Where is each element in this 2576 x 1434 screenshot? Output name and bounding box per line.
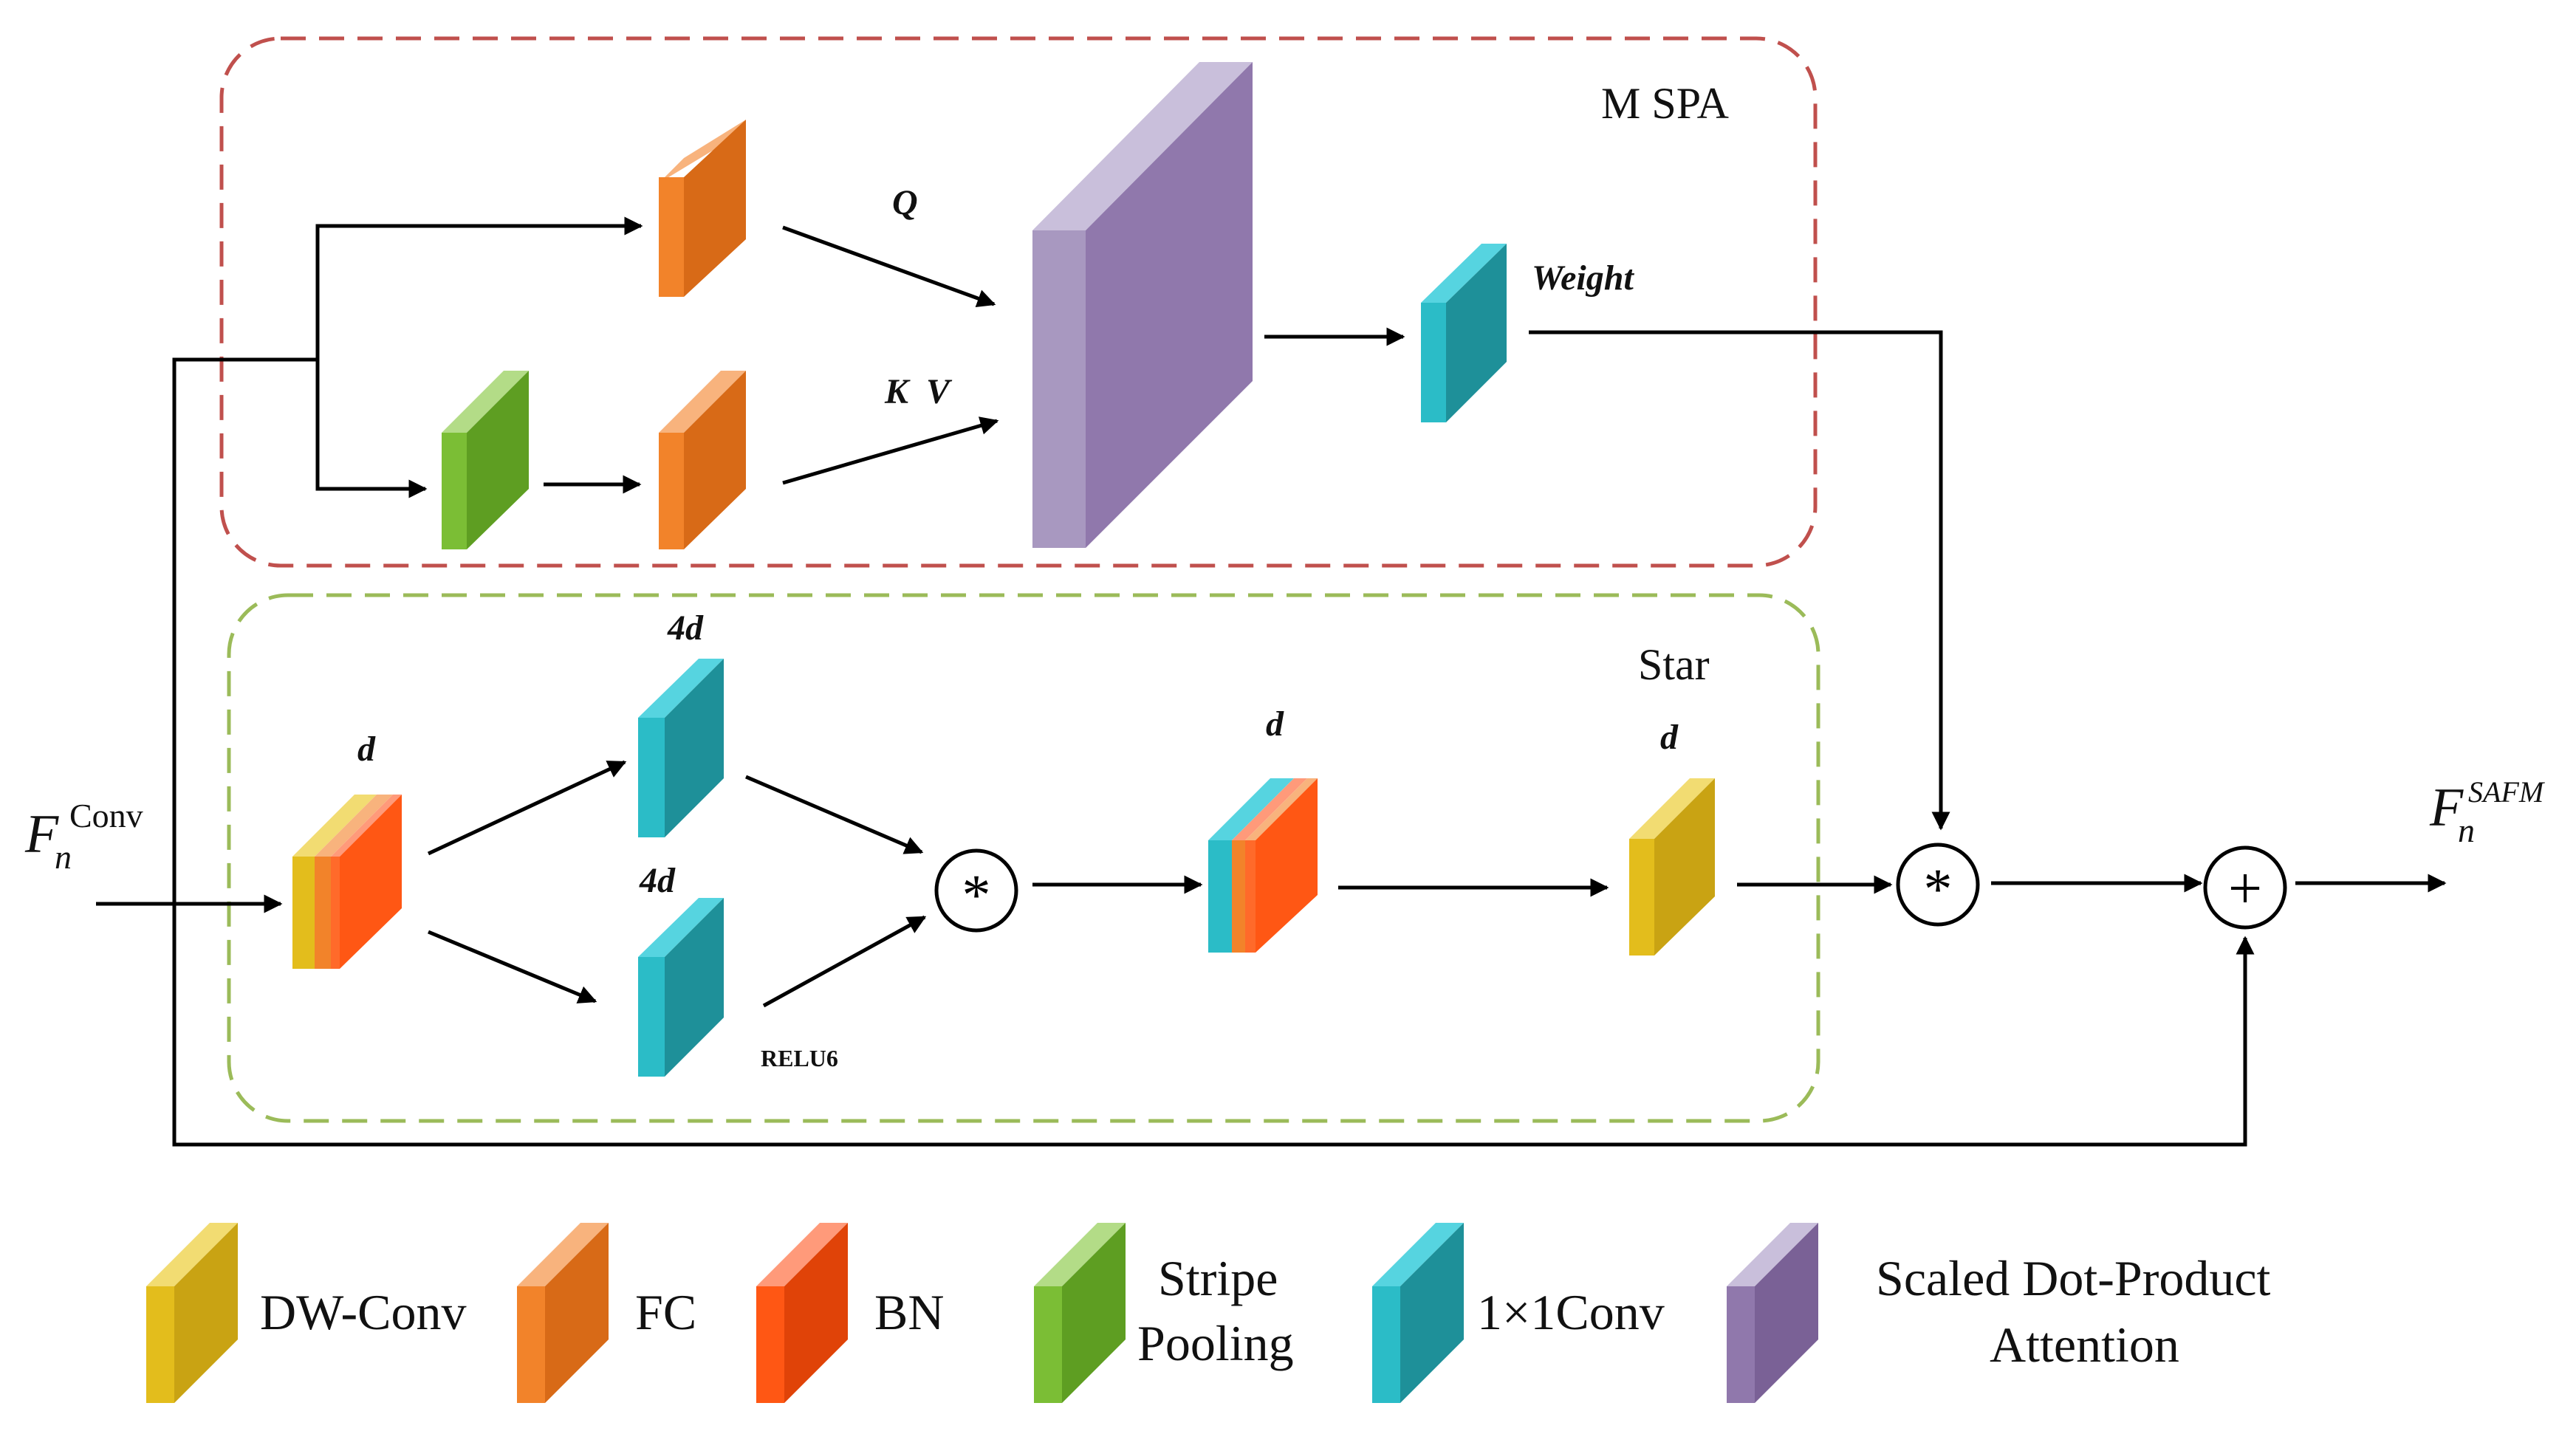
conv-4d-bottom xyxy=(638,898,724,1077)
weight-mul-operator: * xyxy=(1896,843,1980,927)
legend-item-stripe-pooling: Stripe Pooling xyxy=(1034,1223,1294,1403)
legend: DW-Conv FC BN Stripe Pooling 1×1Conv xyxy=(146,1223,2271,1403)
input-base: F xyxy=(24,804,59,865)
mspa-group-box xyxy=(219,36,1818,568)
legend-item-bn: BN xyxy=(756,1223,944,1403)
d-first-label: d xyxy=(357,730,376,769)
input-label: F n Conv xyxy=(24,797,143,876)
legend-item-1x1conv: 1×1Conv xyxy=(1372,1223,1665,1403)
skip-to-add xyxy=(172,904,2255,1147)
d-dw-label: d xyxy=(1660,718,1679,757)
output-base: F xyxy=(2429,778,2464,838)
star-group-box xyxy=(227,593,1820,1123)
legend-label-fc: FC xyxy=(635,1284,696,1340)
mspa-title: M SPA xyxy=(1601,79,1729,128)
weight-conv-block xyxy=(1421,244,1507,422)
conv-bottom-to-star xyxy=(762,915,927,1008)
output-label: F n SAFM xyxy=(2429,775,2546,849)
legend-item-attention: Scaled Dot-Product Attention xyxy=(1727,1223,2271,1403)
fourd-top-label: 4d xyxy=(667,608,704,648)
star-input-block xyxy=(292,795,402,969)
fourd-bottom-label: 4d xyxy=(639,861,676,900)
bn-to-conv-bottom xyxy=(428,930,597,1004)
fc-block-kv xyxy=(659,371,746,549)
bn-to-conv-top xyxy=(427,760,627,856)
q-to-attention xyxy=(782,225,996,308)
legend-label-attention: Attention xyxy=(1990,1317,2179,1373)
star-mul-symbol: * xyxy=(962,862,991,927)
input-sub: n xyxy=(55,838,72,876)
star-middle-block xyxy=(1208,778,1318,953)
star-title: Star xyxy=(1638,640,1710,689)
star-mul-operator: * xyxy=(934,848,1018,933)
legend-label-stripe: Stripe xyxy=(1158,1250,1278,1306)
relu6-label: RELU6 xyxy=(761,1045,838,1071)
add-symbol: + xyxy=(2228,854,2262,922)
stripe-pooling-block xyxy=(442,371,529,549)
legend-label-dw-conv: DW-Conv xyxy=(260,1284,467,1340)
input-sup: Conv xyxy=(69,797,143,834)
d-mid-label: d xyxy=(1266,704,1284,744)
fc-block-q xyxy=(659,120,746,297)
weight-mul-symbol: * xyxy=(1924,857,1953,921)
legend-item-dw-conv: DW-Conv xyxy=(146,1223,467,1403)
output-sub: n xyxy=(2458,812,2475,849)
legend-label-pooling: Pooling xyxy=(1137,1315,1294,1371)
q-label: Q xyxy=(892,183,918,222)
legend-label-bn: BN xyxy=(874,1284,944,1340)
branch-to-q xyxy=(315,216,643,360)
output-sup: SAFM xyxy=(2468,775,2546,809)
attention-block xyxy=(1032,62,1253,548)
conv-4d-top xyxy=(638,659,724,837)
dw-conv-block xyxy=(1629,778,1715,956)
weight-label: Weight xyxy=(1532,258,1634,298)
residual-path xyxy=(172,357,318,904)
legend-label-1x1conv: 1×1Conv xyxy=(1477,1284,1665,1340)
legend-item-fc: FC xyxy=(517,1223,696,1403)
legend-label-scaled-dot-product: Scaled Dot-Product xyxy=(1876,1250,2271,1306)
add-operator: + xyxy=(2203,845,2287,930)
kv-label: K V xyxy=(884,372,953,411)
conv-top-to-star xyxy=(745,775,924,854)
weight-to-mul xyxy=(1529,330,1950,831)
branch-to-pool xyxy=(315,360,428,498)
kv-to-attention xyxy=(782,416,999,485)
